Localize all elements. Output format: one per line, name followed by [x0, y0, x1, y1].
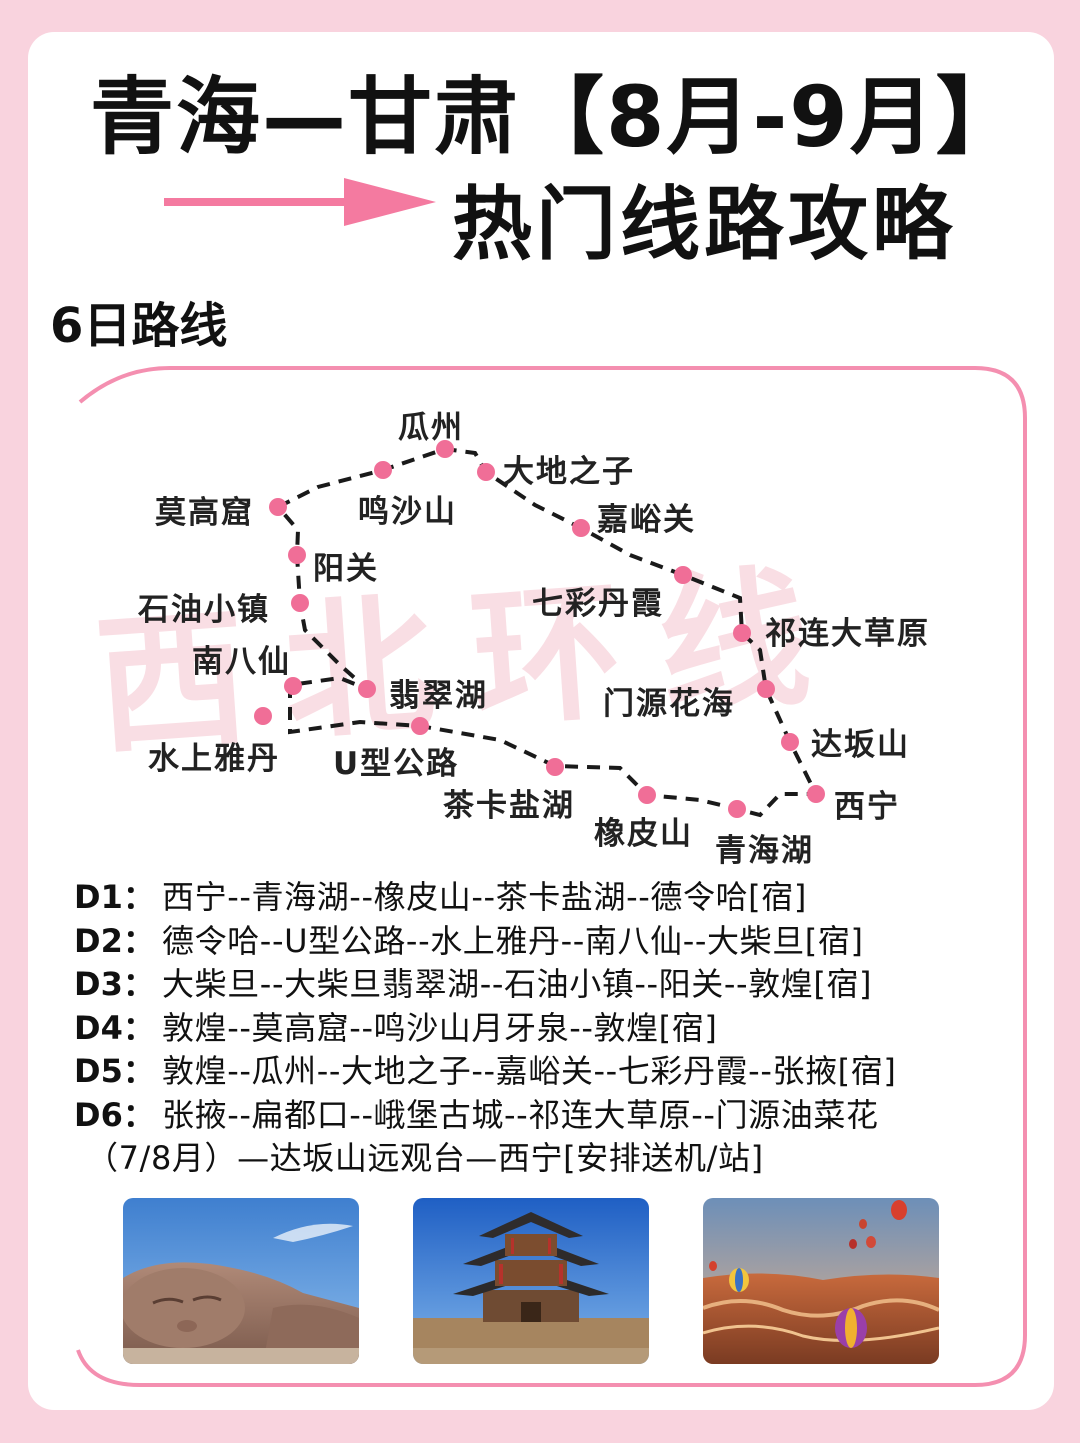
day-label: D4： [74, 1008, 155, 1047]
place-label-feicuihu: 翡翠湖 [389, 678, 488, 714]
dot-chaka [546, 758, 564, 776]
itinerary-day-3: D3： 大柴旦--大柴旦翡翠湖--石油小镇--阳关--敦煌[宿] [74, 963, 1034, 1007]
day-route: 敦煌--莫高窟--鸣沙山月牙泉--敦煌[宿] [162, 1008, 718, 1047]
day-label: D1： [74, 878, 155, 916]
itinerary-day-4: D4： 敦煌--莫高窟--鸣沙山月牙泉--敦煌[宿] [74, 1007, 1034, 1051]
place-label-jiayuguan: 嘉峪关 [597, 502, 696, 538]
place-label-xiangpishan: 橡皮山 [594, 816, 693, 852]
place-label-uxing: U型公路 [333, 746, 460, 782]
dot-mingshashan [374, 461, 392, 479]
dot-mogaoku [269, 498, 287, 516]
day-route: 西宁--青海湖--橡皮山--茶卡盐湖--德令哈[宿] [162, 878, 807, 916]
day-route: 敦煌--瓜州--大地之子--嘉峪关--七彩丹霞--张掖[宿] [162, 1052, 897, 1090]
place-label-menyuan: 门源花海 [603, 686, 735, 722]
page-subtitle: 热门线路攻略 [452, 178, 956, 271]
itinerary-day-5: D5： 敦煌--瓜州--大地之子--嘉峪关--七彩丹霞--张掖[宿] [74, 1050, 1034, 1094]
dot-shiyou [291, 594, 309, 612]
dot-dadizhizi [477, 463, 495, 481]
dot-jiayuguan [572, 519, 590, 537]
itinerary-day-6: D6： 张掖--扁都口--峨堡古城--祁连大草原--门源油菜花 [74, 1094, 1034, 1138]
dot-qilian [733, 624, 751, 642]
route-heading: 6日路线 [50, 298, 228, 354]
place-label-qicai: 七彩丹霞 [532, 586, 664, 622]
day-label: D2： [74, 921, 155, 960]
place-label-shuishang: 水上雅丹 [148, 741, 280, 777]
place-label-qinghaihu: 青海湖 [715, 833, 814, 869]
poster-card [28, 32, 1054, 1410]
page-title: 青海—甘肃【8月-9月】 [90, 68, 1022, 166]
dot-xiangpishan [638, 786, 656, 804]
place-label-dabanshan: 达坂山 [811, 727, 910, 763]
itinerary-list: D1： 西宁--青海湖--橡皮山--茶卡盐湖--德令哈[宿] D2： 德令哈--… [74, 876, 1034, 1181]
dot-shuishang [254, 707, 272, 725]
dot-xining [807, 785, 825, 803]
place-label-dadizhizi: 大地之子 [503, 454, 635, 490]
arrow-right-icon [164, 178, 436, 226]
itinerary-day-6-continuation: （7/8月）—达坂山远观台—西宁[安排送机/站] [86, 1139, 764, 1177]
place-label-chaka: 茶卡盐湖 [443, 788, 575, 824]
photo-sleeping-baby-sculpture [123, 1198, 359, 1364]
day-label: D6： [74, 1095, 155, 1134]
place-label-mingshashan: 鸣沙山 [358, 494, 457, 530]
day-label: D3： [74, 965, 155, 1003]
dot-guazhou [436, 440, 454, 458]
place-label-shiyou: 石油小镇 [138, 592, 270, 628]
dot-dabanshan [781, 733, 799, 751]
place-label-guazhou: 瓜州 [398, 410, 464, 446]
day-route: 张掖--扁都口--峨堡古城--祁连大草原--门源油菜花 [162, 1095, 879, 1134]
day-route: 大柴旦--大柴旦翡翠湖--石油小镇--阳关--敦煌[宿] [162, 965, 873, 1003]
day-label: D5： [74, 1052, 155, 1090]
dot-menyuan [757, 680, 775, 698]
dot-feicuihu [358, 680, 376, 698]
place-label-nanbaxian: 南八仙 [192, 644, 291, 680]
dot-qinghaihu [728, 800, 746, 818]
place-label-qilian: 祁连大草原 [765, 616, 930, 652]
place-label-xining: 西宁 [834, 789, 900, 825]
place-label-mogaoku: 莫高窟 [155, 495, 254, 531]
itinerary-day-2: D2： 德令哈--U型公路--水上雅丹--南八仙--大柴旦[宿] [74, 920, 1034, 964]
photo-hot-air-balloons-danxia [703, 1198, 939, 1364]
dot-nanbaxian [284, 677, 302, 695]
photo-jiayuguan-tower [413, 1198, 649, 1364]
place-label-yangguan: 阳关 [313, 551, 379, 587]
dot-yangguan [288, 546, 306, 564]
dot-qicai [674, 566, 692, 584]
day-route: 德令哈--U型公路--水上雅丹--南八仙--大柴旦[宿] [162, 921, 864, 960]
itinerary-day-1: D1： 西宁--青海湖--橡皮山--茶卡盐湖--德令哈[宿] [74, 876, 1034, 920]
dot-uxing [411, 717, 429, 735]
